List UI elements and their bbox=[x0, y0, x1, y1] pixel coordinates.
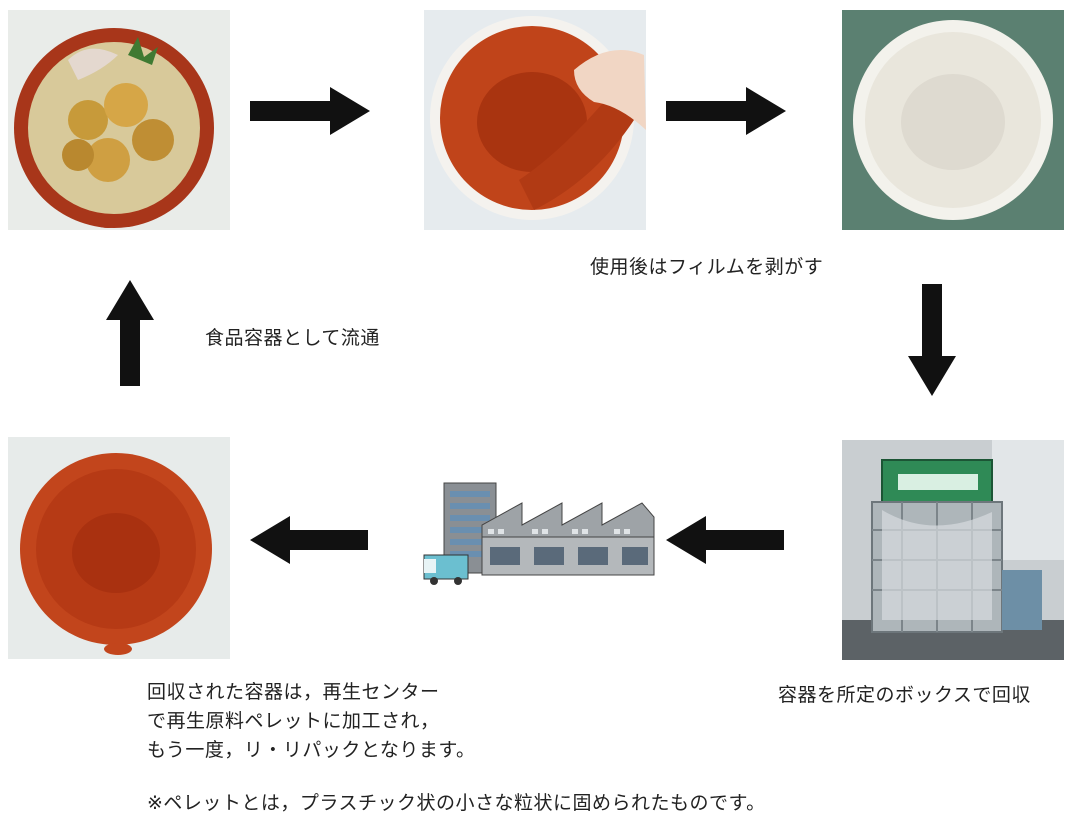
arrow-right-1 bbox=[250, 87, 370, 135]
peeling-film-image bbox=[424, 10, 646, 230]
collection-box-icon bbox=[842, 440, 1064, 660]
collection-box-image bbox=[842, 440, 1064, 660]
arrow-down-icon bbox=[908, 284, 956, 396]
arrow-right-icon bbox=[250, 87, 370, 135]
recycled-bowl-image bbox=[8, 437, 230, 659]
recycled-bowl-icon bbox=[8, 437, 230, 659]
arrow-right-2 bbox=[666, 87, 786, 135]
distribution-caption: 食品容器として流通 bbox=[205, 327, 380, 349]
recycle-caption-line1: 回収された容器は，再生センター bbox=[147, 681, 440, 703]
arrow-up-icon bbox=[106, 280, 154, 386]
factory-icon bbox=[423, 482, 655, 585]
arrow-left-2 bbox=[666, 516, 784, 564]
arrow-down bbox=[908, 284, 956, 396]
bowl-with-food-image bbox=[8, 10, 230, 230]
arrow-left-icon bbox=[666, 516, 784, 564]
peel-film-caption: 使用後はフィルムを剥がす bbox=[590, 256, 824, 278]
pellet-footnote: ※ペレットとは，プラスチック状の小さな粒状に固められたものです。 bbox=[147, 792, 766, 814]
peeling-film-icon bbox=[424, 10, 646, 230]
recycling-center-image bbox=[422, 477, 660, 587]
arrow-left-icon bbox=[250, 516, 368, 564]
recycle-caption-line2: で再生原料ペレットに加工され， bbox=[147, 710, 440, 732]
white-bowl-icon bbox=[842, 10, 1064, 230]
arrow-up bbox=[106, 280, 154, 386]
arrow-right-icon bbox=[666, 87, 786, 135]
collection-caption: 容器を所定のボックスで回収 bbox=[778, 684, 1031, 706]
bowl-with-food-icon bbox=[8, 10, 230, 230]
recycle-caption-line3: もう一度，リ・リパックとなります。 bbox=[147, 739, 476, 761]
arrow-left-1 bbox=[250, 516, 368, 564]
white-bowl-image bbox=[842, 10, 1064, 230]
